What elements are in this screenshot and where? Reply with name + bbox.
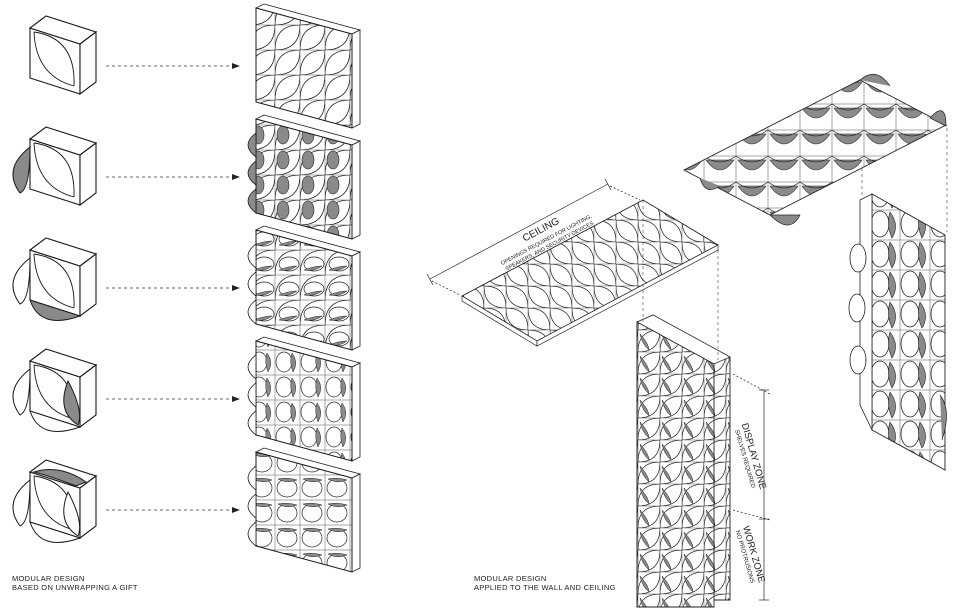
panel-flap — [247, 243, 257, 269]
zone-dimension-line — [732, 373, 771, 601]
arrow-head — [232, 63, 240, 69]
cube-curve — [33, 253, 75, 309]
cube-curve — [33, 364, 75, 420]
cube-curve — [33, 31, 75, 87]
unwrapped-flap — [29, 521, 82, 543]
panel-flap — [247, 410, 257, 436]
module-column — [12, 15, 240, 543]
module-cube-2 — [12, 126, 240, 207]
panel-flap — [247, 271, 257, 297]
module-cube-3 — [12, 237, 240, 321]
module-cube-1 — [28, 15, 240, 96]
ceiling-plane — [461, 199, 719, 347]
panel-flap — [247, 521, 257, 547]
panel-flap — [247, 132, 257, 158]
panel-flap — [247, 160, 257, 186]
unwrapped-flap — [63, 379, 81, 426]
right-caption-line1: MODULAR DESIGN — [474, 574, 547, 583]
cube-curve — [33, 142, 75, 198]
right-caption: MODULAR DESIGN APPLIED TO THE WALL AND C… — [474, 574, 616, 592]
cube-side — [79, 252, 97, 318]
cube-side — [79, 363, 97, 429]
panel-side-edge — [351, 362, 361, 462]
cube-side — [79, 141, 97, 207]
panel-flap — [247, 354, 257, 380]
wall-unwrapped — [848, 193, 947, 471]
cube-side — [79, 30, 97, 96]
panel-flap — [247, 299, 257, 325]
unwrapped-flap — [29, 299, 82, 321]
work-zone-label: WORK ZONE NO PROTRUSIONS — [734, 525, 767, 584]
arrow-head — [232, 396, 240, 402]
cube-curve — [33, 31, 75, 87]
panel-5 — [247, 447, 362, 573]
panel-side-edge — [351, 29, 361, 129]
left-caption-line2: BASED ON UNWRAPPING A GIFT — [12, 583, 138, 592]
arrow-head — [232, 285, 240, 291]
panel-flap — [247, 465, 257, 491]
display-zone-label: DISPLAY ZONE SHELVES REQUIRED — [733, 422, 768, 491]
module-cube-5 — [12, 459, 240, 543]
panel-flap — [247, 382, 257, 408]
wall-plane — [636, 314, 731, 608]
unwrapped-flap — [12, 478, 31, 527]
panel-3 — [247, 225, 362, 351]
ceiling-dimension-line — [426, 178, 641, 296]
cube-curve — [33, 475, 75, 531]
unwrapped-flap — [63, 490, 81, 537]
ceiling-unwrapped — [683, 73, 947, 226]
panel-1 — [254, 3, 362, 129]
panel-side-edge — [351, 251, 361, 351]
cube-side — [79, 474, 97, 540]
panel-column — [247, 3, 362, 573]
unwrapped-flap — [32, 469, 88, 487]
panel-side-edge — [351, 473, 361, 573]
unwrapped-flap — [29, 410, 82, 432]
unwrapped-flap — [12, 256, 31, 305]
arrow-head — [232, 507, 240, 513]
panel-2 — [247, 114, 362, 240]
unwrapped-flap — [12, 367, 31, 416]
panel-side-edge — [351, 140, 361, 240]
panel-4 — [247, 336, 362, 462]
left-caption-line1: MODULAR DESIGN — [12, 574, 85, 583]
module-cube-4 — [12, 348, 240, 432]
cube-curve — [33, 142, 75, 198]
arrow-head — [232, 174, 240, 180]
projection-lines — [642, 128, 948, 360]
left-caption: MODULAR DESIGN BASED ON UNWRAPPING A GIF… — [12, 574, 138, 592]
unwrapped-flap — [12, 145, 31, 194]
right-caption-line2: APPLIED TO THE WALL AND CEILING — [474, 583, 616, 592]
panel-flap — [247, 493, 257, 519]
panel-flap — [247, 188, 257, 214]
panel-face — [255, 7, 353, 129]
cube-curve — [33, 253, 75, 309]
